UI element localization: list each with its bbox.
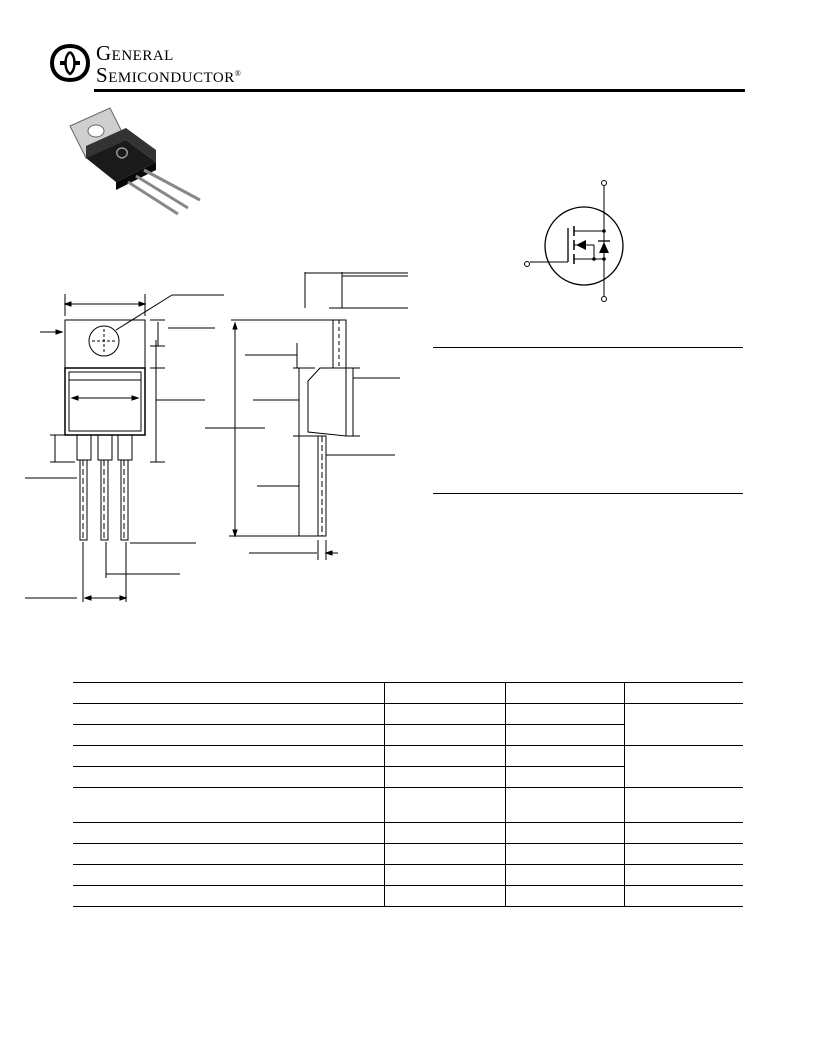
table-row (73, 703, 743, 746)
table-cell (73, 745, 384, 767)
table-cell (623, 822, 743, 844)
table-cell (383, 843, 505, 865)
brand-word-semiconductor: EMICONDUCTOR (108, 70, 235, 86)
table-cell (73, 885, 384, 907)
table-cell (73, 703, 384, 725)
table-cell (73, 864, 384, 886)
brand-initial-g: G (96, 41, 112, 65)
table-cell (504, 682, 624, 704)
table-cell (623, 745, 743, 788)
table-cell (73, 766, 384, 788)
table-row (73, 787, 743, 823)
table-row (73, 822, 743, 844)
table-cell (73, 787, 384, 823)
table-cell (383, 864, 505, 886)
table-cell (623, 787, 743, 823)
table-cell (383, 724, 505, 746)
package-front-view-drawing (25, 294, 224, 602)
table-cell (383, 745, 505, 767)
table-cell (73, 822, 384, 844)
registered-mark: ® (234, 69, 242, 78)
table-cell (504, 787, 624, 823)
table-cell (504, 843, 624, 865)
brand-initial-s: S (96, 63, 109, 87)
brand-name: GENERAL SEMICONDUCTOR® (96, 41, 242, 87)
package-side-view-drawing (205, 272, 408, 560)
table-cell (504, 745, 624, 767)
table-cell (383, 787, 505, 823)
general-semiconductor-logo-icon (49, 44, 91, 82)
table-cell (383, 822, 505, 844)
table-cell (504, 724, 624, 746)
table-cell (504, 864, 624, 886)
features-bottom-rule (433, 493, 743, 494)
table-cell (73, 682, 384, 704)
table-row (73, 843, 743, 865)
table-cell (383, 682, 505, 704)
table-row (73, 724, 743, 746)
table-row (73, 864, 743, 886)
table-cell (504, 885, 624, 907)
table-cell (504, 703, 624, 725)
brand-word-general: ENERAL (111, 48, 174, 64)
table-cell (623, 864, 743, 886)
features-top-rule (433, 347, 743, 348)
table-cell (623, 843, 743, 865)
table-cell (383, 766, 505, 788)
table-cell (623, 885, 743, 907)
table-row (73, 885, 743, 907)
table-cell (383, 885, 505, 907)
package-photo (69, 107, 201, 216)
header-rule (94, 89, 745, 92)
table-cell (623, 703, 743, 746)
table-cell (504, 822, 624, 844)
table-cell (504, 766, 624, 788)
mosfet-symbol-diagram (524, 180, 624, 302)
table-header-row (73, 682, 743, 704)
table-cell (73, 843, 384, 865)
table-cell (73, 724, 384, 746)
table-row (73, 745, 743, 788)
table-row (73, 766, 743, 788)
table-cell (623, 682, 743, 704)
package-logo-icon (116, 147, 128, 159)
ratings-table (73, 682, 743, 907)
table-cell (383, 703, 505, 725)
